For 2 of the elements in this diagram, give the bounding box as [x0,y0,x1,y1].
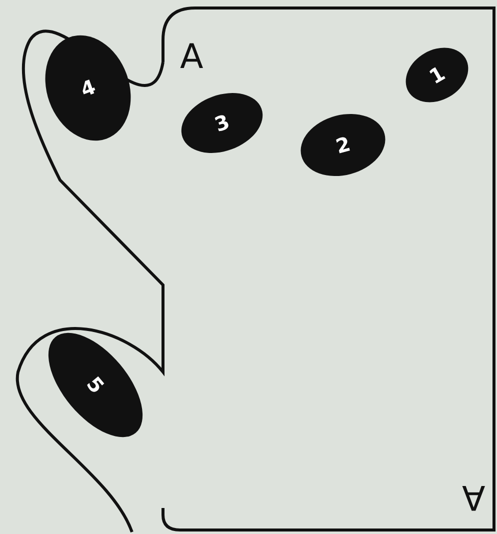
corner-letter: A [180,40,204,74]
corner-letter: A [462,480,486,514]
